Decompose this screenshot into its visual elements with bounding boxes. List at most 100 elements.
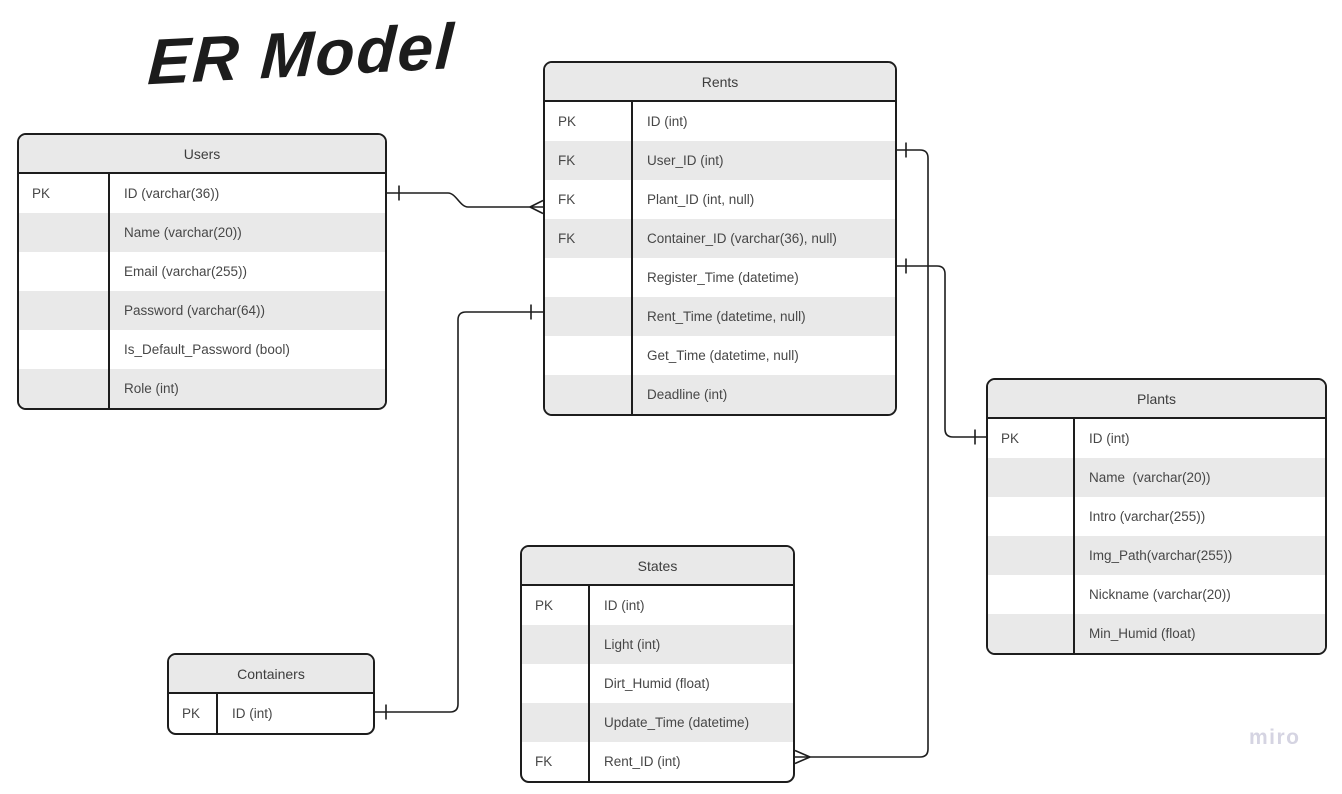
key-cell[interactable]: [988, 458, 1075, 497]
table-row[interactable]: Intro (varchar(255)): [988, 497, 1325, 536]
entity-rows: PK ID (int): [169, 694, 373, 733]
entity-title[interactable]: Rents: [545, 63, 895, 102]
attr-cell[interactable]: ID (int): [604, 598, 645, 613]
attr-cell[interactable]: Password (varchar(64)): [124, 303, 266, 318]
key-cell[interactable]: PK: [19, 174, 110, 213]
key-cell[interactable]: [19, 291, 110, 330]
attr-cell[interactable]: Name (varchar(20)): [1089, 470, 1211, 485]
attr-cell[interactable]: Name (varchar(20)): [124, 225, 242, 240]
table-row[interactable]: Register_Time (datetime): [545, 258, 895, 297]
key-cell[interactable]: [988, 575, 1075, 614]
attr-cell[interactable]: Register_Time (datetime): [647, 270, 799, 285]
key-cell[interactable]: FK: [545, 219, 633, 258]
key-cell[interactable]: PK: [545, 102, 633, 141]
table-row[interactable]: FK Container_ID (varchar(36), null): [545, 219, 895, 258]
key-cell[interactable]: [988, 536, 1075, 575]
attr-cell[interactable]: Dirt_Humid (float): [604, 676, 710, 691]
key-cell[interactable]: [19, 252, 110, 291]
table-row[interactable]: Name (varchar(20)): [19, 213, 385, 252]
entity-plants[interactable]: Plants PK ID (int) Name (varchar(20)) Int…: [986, 378, 1327, 655]
table-row[interactable]: Min_Humid (float): [988, 614, 1325, 653]
attr-cell[interactable]: Get_Time (datetime, null): [647, 348, 799, 363]
key-cell[interactable]: [19, 369, 110, 408]
attr-cell[interactable]: Update_Time (datetime): [604, 715, 750, 730]
attr-cell[interactable]: Email (varchar(255)): [124, 264, 248, 279]
attr-cell[interactable]: Deadline (int): [647, 387, 728, 402]
key-cell[interactable]: PK: [988, 419, 1075, 458]
entity-states[interactable]: States PK ID (int) Light (int) Dirt_Humid…: [520, 545, 795, 783]
entity-rents[interactable]: Rents PK ID (int) FK User_ID (int) FK Plant…: [543, 61, 897, 416]
key-cell[interactable]: FK: [545, 180, 633, 219]
key-cell[interactable]: [988, 614, 1075, 653]
table-row[interactable]: Deadline (int): [545, 375, 895, 414]
attr-cell[interactable]: Intro (varchar(255)): [1089, 509, 1206, 524]
attr-cell[interactable]: Img_Path(varchar(255)): [1089, 548, 1233, 563]
key-cell[interactable]: [988, 497, 1075, 536]
board-title[interactable]: ER Model: [146, 9, 458, 99]
key-cell[interactable]: FK: [522, 742, 590, 781]
attr-cell[interactable]: Rent_ID (int): [604, 754, 681, 769]
connector-containers-rents[interactable]: [375, 304, 543, 720]
attr-cell[interactable]: Is_Default_Password (bool): [124, 342, 290, 357]
key-cell[interactable]: [19, 213, 110, 252]
attr-cell[interactable]: Min_Humid (float): [1089, 626, 1196, 641]
attr-cell[interactable]: User_ID (int): [647, 153, 724, 168]
key-cell[interactable]: PK: [522, 586, 590, 625]
attr-cell[interactable]: ID (varchar(36)): [124, 186, 220, 201]
table-row[interactable]: Name (varchar(20)): [988, 458, 1325, 497]
attr-cell[interactable]: Plant_ID (int, null): [647, 192, 755, 207]
entity-title[interactable]: Containers: [169, 655, 373, 694]
table-row[interactable]: Nickname (varchar(20)): [988, 575, 1325, 614]
table-row[interactable]: PK ID (int): [522, 586, 793, 625]
table-row[interactable]: Img_Path(varchar(255)): [988, 536, 1325, 575]
entity-users[interactable]: Users PK ID (varchar(36)) Name (varchar(2…: [17, 133, 387, 410]
key-cell[interactable]: [522, 625, 590, 664]
attr-cell[interactable]: Light (int): [604, 637, 661, 652]
table-row[interactable]: Is_Default_Password (bool): [19, 330, 385, 369]
key-cell[interactable]: [545, 375, 633, 414]
connector-line: [795, 149, 929, 758]
miro-logo: miro: [1249, 726, 1301, 749]
entity-title[interactable]: Plants: [988, 380, 1325, 419]
table-row[interactable]: FK Plant_ID (int, null): [545, 180, 895, 219]
attr-cell[interactable]: ID (int): [232, 706, 273, 721]
table-row[interactable]: Role (int): [19, 369, 385, 408]
attr-cell[interactable]: Rent_Time (datetime, null): [647, 309, 806, 324]
connector-rents-plants[interactable]: [897, 258, 986, 445]
table-row[interactable]: Get_Time (datetime, null): [545, 336, 895, 375]
key-cell[interactable]: [545, 336, 633, 375]
table-row[interactable]: Light (int): [522, 625, 793, 664]
connector-line: [387, 192, 543, 208]
table-row[interactable]: FK Rent_ID (int): [522, 742, 793, 781]
entity-title[interactable]: Users: [19, 135, 385, 174]
attr-cell[interactable]: Container_ID (varchar(36), null): [647, 231, 837, 246]
key-cell[interactable]: FK: [545, 141, 633, 180]
attr-cell[interactable]: Role (int): [124, 381, 179, 396]
table-row[interactable]: Email (varchar(255)): [19, 252, 385, 291]
key-cell[interactable]: [545, 297, 633, 336]
table-row[interactable]: Password (varchar(64)): [19, 291, 385, 330]
table-row[interactable]: Rent_Time (datetime, null): [545, 297, 895, 336]
table-row[interactable]: PK ID (int): [169, 694, 373, 733]
entity-containers[interactable]: Containers PK ID (int): [167, 653, 375, 735]
table-row[interactable]: PK ID (int): [545, 102, 895, 141]
table-row[interactable]: Update_Time (datetime): [522, 703, 793, 742]
table-row[interactable]: PK ID (int): [988, 419, 1325, 458]
connector-rents-states[interactable]: [794, 142, 929, 765]
entity-title[interactable]: States: [522, 547, 793, 586]
table-row[interactable]: Dirt_Humid (float): [522, 664, 793, 703]
entity-rows: PK ID (varchar(36)) Name (varchar(20)) Em…: [19, 174, 385, 408]
key-cell[interactable]: [522, 703, 590, 742]
key-cell[interactable]: [545, 258, 633, 297]
key-cell[interactable]: [19, 330, 110, 369]
key-cell[interactable]: PK: [169, 694, 218, 733]
attr-cell[interactable]: ID (int): [647, 114, 688, 129]
attr-cell[interactable]: ID (int): [1089, 431, 1130, 446]
table-row[interactable]: PK ID (varchar(36)): [19, 174, 385, 213]
key-cell[interactable]: [522, 664, 590, 703]
crow-foot-marker: [794, 749, 811, 765]
connector-users-rents[interactable]: [387, 185, 544, 215]
table-row[interactable]: FK User_ID (int): [545, 141, 895, 180]
attr-cell[interactable]: Nickname (varchar(20)): [1089, 587, 1231, 602]
